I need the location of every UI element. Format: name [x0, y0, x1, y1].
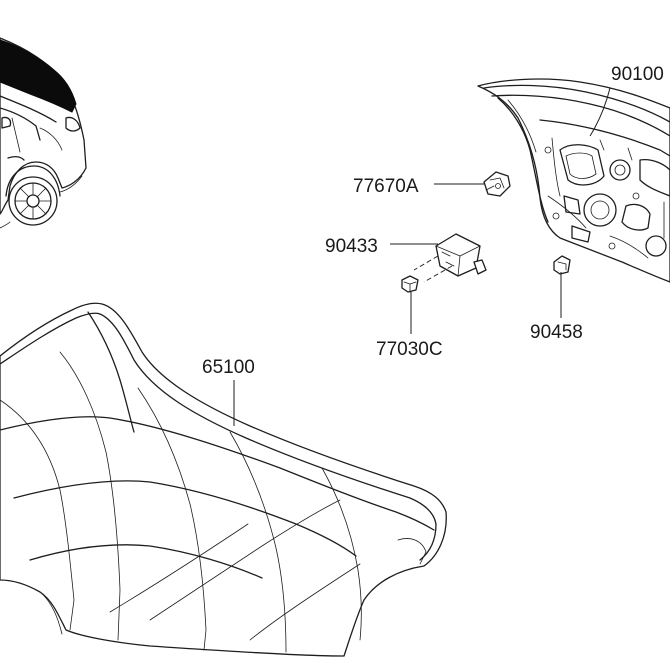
- hood-panel: [0, 302, 447, 657]
- label-90100: 90100: [611, 64, 664, 85]
- label-90433: 90433: [325, 236, 378, 257]
- actuator-90433: [413, 233, 487, 283]
- latch-bracket-77670a: [483, 171, 511, 197]
- label-77670a: 77670A: [353, 176, 419, 197]
- vehicle-locator-illustration: [0, 37, 87, 229]
- tailgate-panel: [477, 78, 670, 283]
- label-65100: 65100: [202, 357, 255, 378]
- part-labels: 90100 77670A 90433 77030C 90458 65100: [202, 64, 664, 378]
- label-77030c: 77030C: [376, 339, 443, 360]
- hood-highlight: [0, 39, 77, 113]
- leader-lines: [233, 87, 611, 426]
- clip-77030c: [401, 275, 419, 293]
- striker-90458: [553, 255, 571, 275]
- leader-90100: [589, 87, 611, 137]
- label-90458: 90458: [530, 322, 583, 343]
